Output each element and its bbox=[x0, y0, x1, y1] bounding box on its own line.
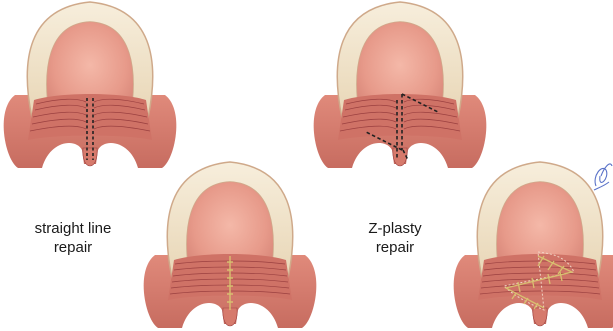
z-plasty-sutured-panel bbox=[454, 162, 613, 328]
straight-line-repair-label-line2: repair bbox=[20, 238, 126, 257]
z-plasty-repair-label-line2: repair bbox=[352, 238, 438, 257]
z-plasty-repair-label: Z-plasty repair bbox=[352, 219, 438, 257]
straight-line-repair-label-line1: straight line bbox=[20, 219, 126, 238]
straight-line-sutured-panel bbox=[144, 162, 317, 328]
artist-signature-icon bbox=[594, 164, 612, 190]
z-plasty-incision-panel bbox=[314, 2, 487, 168]
straight-line-incision-panel bbox=[4, 2, 177, 168]
z-plasty-repair-label-line1: Z-plasty bbox=[352, 219, 438, 238]
straight-line-repair-label: straight line repair bbox=[20, 219, 126, 257]
